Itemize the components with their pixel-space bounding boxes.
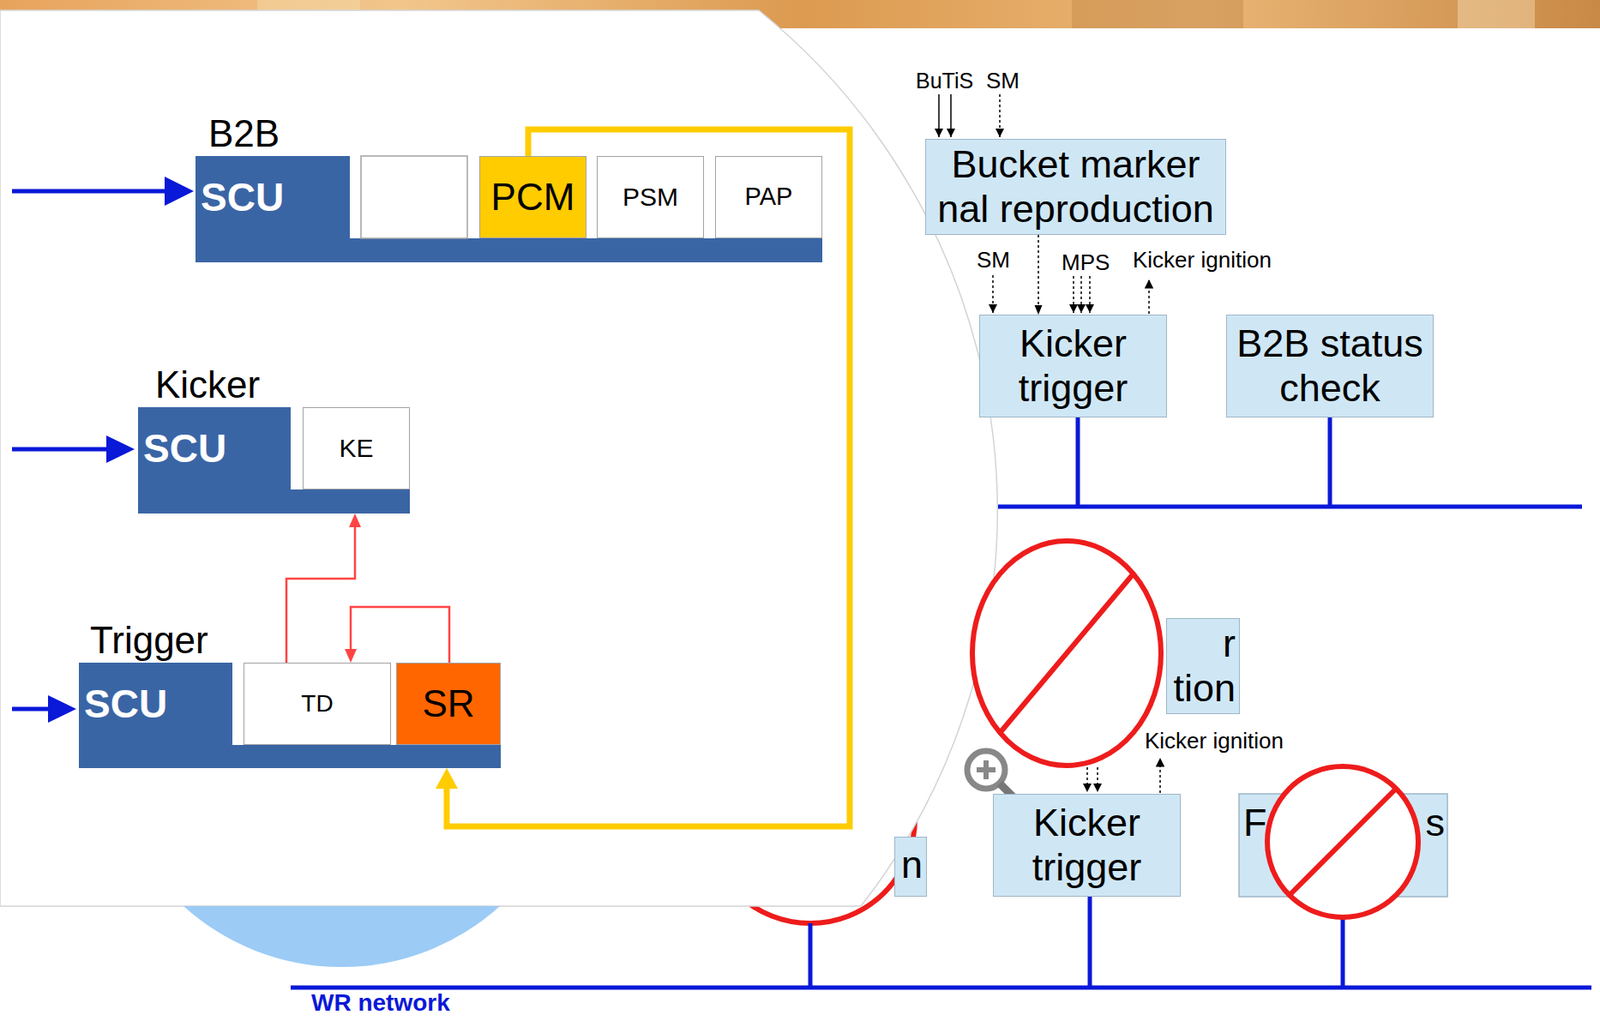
box-label: SR xyxy=(421,682,475,727)
crate-rail xyxy=(195,238,823,263)
network-label: WR network xyxy=(311,991,451,1016)
input-arrow-head xyxy=(106,435,135,464)
box-label: Kicker trigger xyxy=(997,800,1177,891)
crate-module: PAP xyxy=(715,156,823,239)
box-label: F s xyxy=(1243,800,1445,846)
process-box: r tion xyxy=(1166,618,1240,715)
signal-arrow xyxy=(992,275,994,313)
connector-line xyxy=(350,607,450,663)
crate-module: SR xyxy=(396,662,501,746)
crate: TriggerSCUTDSR xyxy=(78,662,501,746)
scu-module: SCU xyxy=(195,156,350,239)
signal-arrow xyxy=(1086,767,1089,793)
connector-arrowhead xyxy=(348,513,361,528)
signal-label: BuTiS xyxy=(915,68,974,94)
box-label: KE xyxy=(338,433,373,464)
process-box: F s xyxy=(1239,793,1450,897)
input-arrow xyxy=(12,707,52,712)
connector-arrowhead xyxy=(435,768,458,789)
signal-arrow xyxy=(1096,767,1099,793)
zoom-icon xyxy=(967,751,1005,789)
signal-label: MPS xyxy=(1061,250,1110,277)
signal-arrow xyxy=(1159,757,1161,794)
connector-line xyxy=(286,524,355,663)
signal-arrow xyxy=(1148,279,1150,314)
cross-slash xyxy=(999,573,1134,734)
process-box: Bucket marker nal reproduction xyxy=(925,138,1227,235)
process-box: Kicker trigger xyxy=(992,793,1181,897)
signal-arrow xyxy=(998,94,1001,138)
box-label: SCU xyxy=(143,426,227,472)
connector xyxy=(344,607,450,663)
signal-label: Kicker ignition xyxy=(1144,728,1284,755)
crate: B2BSCUPCMPSMPAP xyxy=(195,156,823,239)
box-label: PAP xyxy=(745,182,794,211)
scu-module: SCU xyxy=(78,662,233,746)
signal-label: SM xyxy=(976,247,1011,274)
box-label: B2B status check xyxy=(1230,321,1430,411)
crate-heading: Trigger xyxy=(90,619,209,663)
process-box: B2B status check xyxy=(1226,314,1434,418)
signal-arrow xyxy=(950,94,952,138)
box-label: Bucket marker nal reproduction xyxy=(932,142,1220,232)
box-label: SCU xyxy=(84,681,168,728)
signal-arrow xyxy=(1072,276,1075,313)
crate-module: TD xyxy=(243,662,391,746)
connector xyxy=(1034,234,1043,315)
lens-segment xyxy=(183,906,500,968)
connector-line xyxy=(446,129,850,827)
box-label: PSM xyxy=(622,182,679,213)
network-drop xyxy=(1328,417,1333,507)
box-label: SCU xyxy=(200,174,284,221)
crate: KickerSCUKE xyxy=(138,407,410,490)
crate-module: PSM xyxy=(596,156,704,239)
input-arrow xyxy=(12,447,110,452)
signal-label: SM xyxy=(986,68,1020,95)
box-label: PCM xyxy=(491,175,576,220)
input-arrow-head xyxy=(48,695,77,723)
band-texture xyxy=(1457,0,1535,29)
band-texture xyxy=(1071,0,1244,29)
input-arrow xyxy=(12,189,169,194)
box-label: n xyxy=(901,842,923,888)
zoom-icon xyxy=(983,760,989,780)
crate-rail xyxy=(138,489,410,514)
box-label: Kicker trigger xyxy=(983,321,1163,411)
crate-heading: B2B xyxy=(208,112,280,157)
network-line xyxy=(290,986,1592,991)
box-label: TD xyxy=(300,690,333,718)
scu-module: SCU xyxy=(138,407,291,490)
network-line xyxy=(998,505,1582,510)
network-drop xyxy=(1341,917,1346,988)
process-box: n xyxy=(894,836,927,897)
connector-line xyxy=(1037,234,1040,307)
signal-label: Kicker ignition xyxy=(1132,247,1272,274)
signal-arrow xyxy=(1088,276,1091,313)
crossed-circle xyxy=(972,541,1161,766)
crate-heading: Kicker xyxy=(155,363,260,408)
connector-arrowhead xyxy=(1034,305,1043,315)
connector-arrowhead xyxy=(344,649,357,663)
network-drop xyxy=(1088,896,1093,988)
crate-rail xyxy=(78,745,501,769)
network-drop xyxy=(1076,417,1081,507)
crate-module: PCM xyxy=(479,156,587,239)
magnifier-lens xyxy=(0,10,998,907)
empty-module xyxy=(360,156,468,239)
signal-arrow xyxy=(938,94,940,138)
network-drop xyxy=(808,923,813,988)
box-label: r tion xyxy=(1170,621,1236,711)
input-arrow-head xyxy=(164,176,194,206)
crate-module: KE xyxy=(302,407,410,490)
signal-arrow xyxy=(1080,276,1083,313)
process-box: Kicker trigger xyxy=(979,314,1167,418)
